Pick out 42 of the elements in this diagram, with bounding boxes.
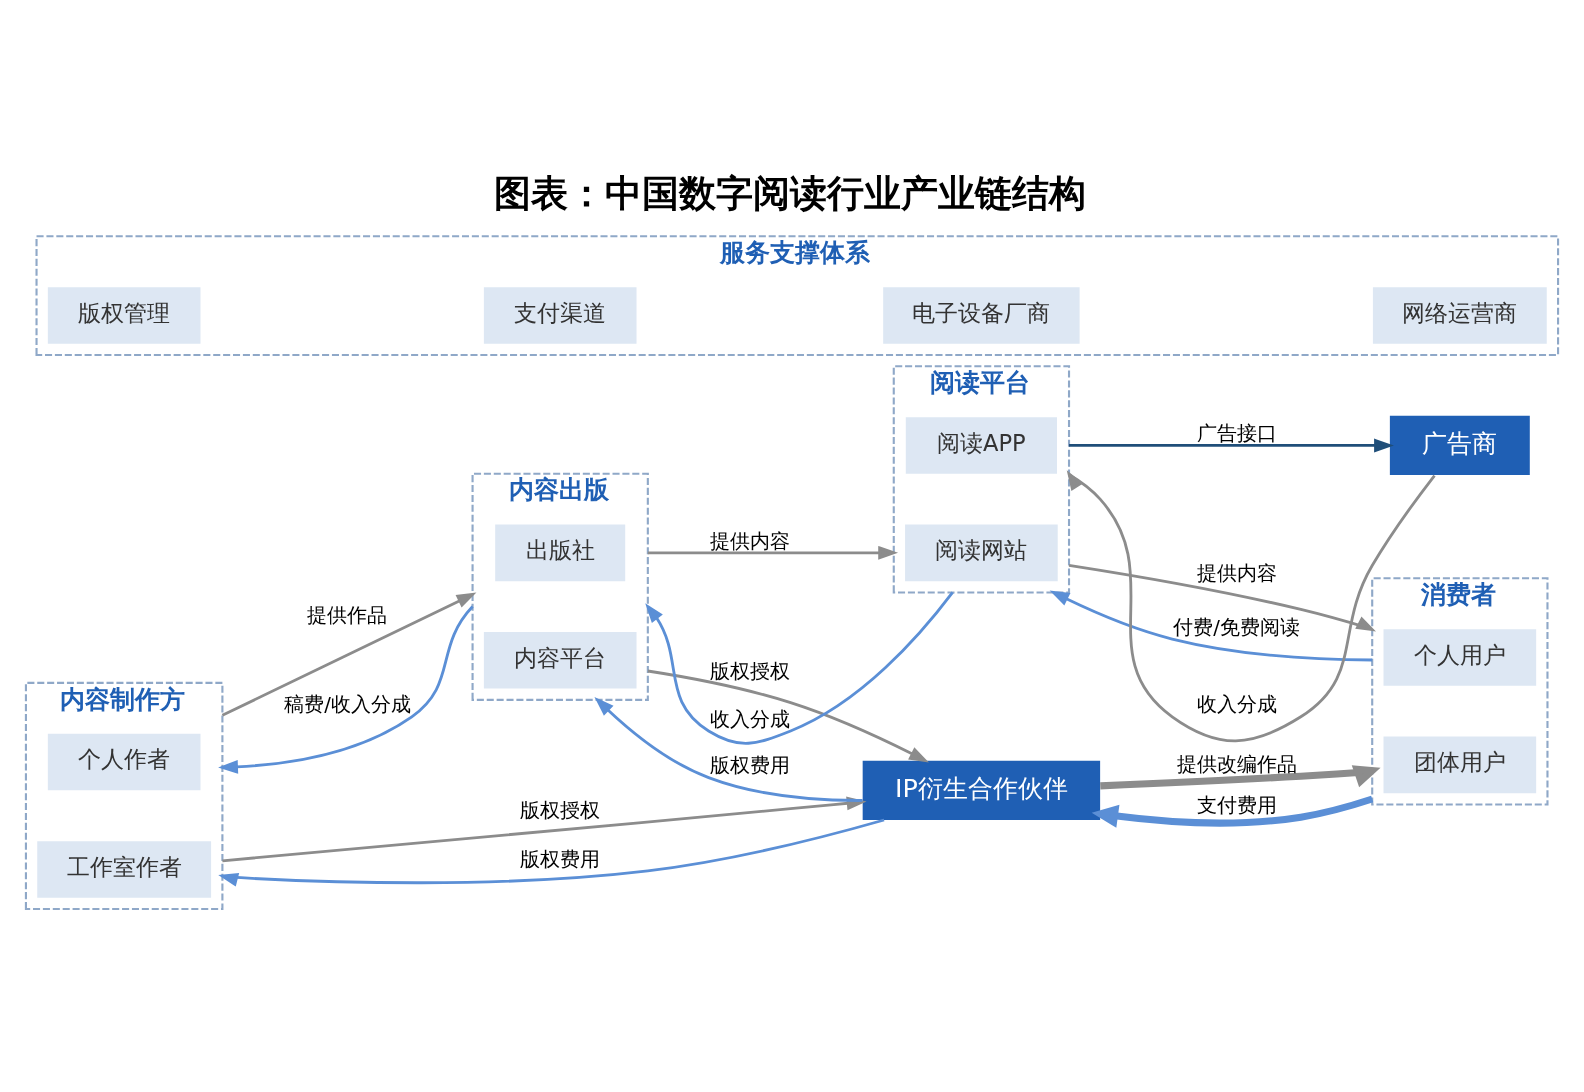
- node-box: 团体用户: [1383, 736, 1537, 793]
- edge-label: 提供作品: [307, 603, 388, 627]
- node-box: 出版社: [495, 524, 626, 581]
- edge-label: 提供内容: [1196, 561, 1277, 585]
- node-box: 阅读APP: [905, 416, 1057, 474]
- arrow: [1069, 438, 1394, 452]
- arrow: [594, 696, 863, 802]
- arrow: [1068, 563, 1376, 632]
- arrow: [645, 591, 954, 745]
- arrow: [218, 605, 474, 774]
- edge-label: 支付费用: [1196, 793, 1277, 817]
- edge-label: 提供改编作品: [1176, 752, 1297, 776]
- edge-label: 收入分成: [1196, 692, 1277, 716]
- node-box: 工作室作者: [37, 840, 212, 898]
- node-box: 个人作者: [47, 733, 201, 790]
- node-box: 版权管理: [47, 286, 201, 344]
- diagram-title: 图表：中国数字阅读行业产业链结构: [494, 171, 1087, 215]
- edge-label: 付费/免费阅读: [1173, 615, 1300, 639]
- arrow: [647, 545, 899, 560]
- arrow: [1100, 764, 1381, 789]
- arrow: [1066, 469, 1436, 742]
- edge-label: 提供内容: [709, 528, 790, 552]
- edge-label: 广告接口: [1196, 421, 1277, 445]
- node-box: 内容平台: [483, 631, 637, 689]
- node-box: 广告商: [1389, 415, 1530, 475]
- arrow: [1091, 795, 1374, 828]
- node-box: 阅读网站: [905, 524, 1058, 581]
- arrow: [647, 669, 929, 762]
- node-box: 电子设备厂商: [883, 286, 1080, 344]
- edge-label: 版权授权: [520, 798, 601, 822]
- node-box: 支付渠道: [483, 286, 637, 344]
- edge-label: 版权费用: [709, 753, 790, 777]
- edge-label: 收入分成: [709, 707, 790, 731]
- node-box: 个人用户: [1383, 628, 1537, 686]
- arrow: [1049, 590, 1373, 661]
- node-box: IP衍生合作伙伴: [862, 760, 1101, 820]
- arrow: [218, 818, 885, 887]
- edge-label: 稿费/收入分成: [284, 692, 411, 716]
- edge-label: 版权费用: [520, 847, 601, 871]
- edge-label: 版权授权: [709, 659, 790, 683]
- arrow: [221, 592, 477, 717]
- node-box: 网络运营商: [1372, 286, 1547, 344]
